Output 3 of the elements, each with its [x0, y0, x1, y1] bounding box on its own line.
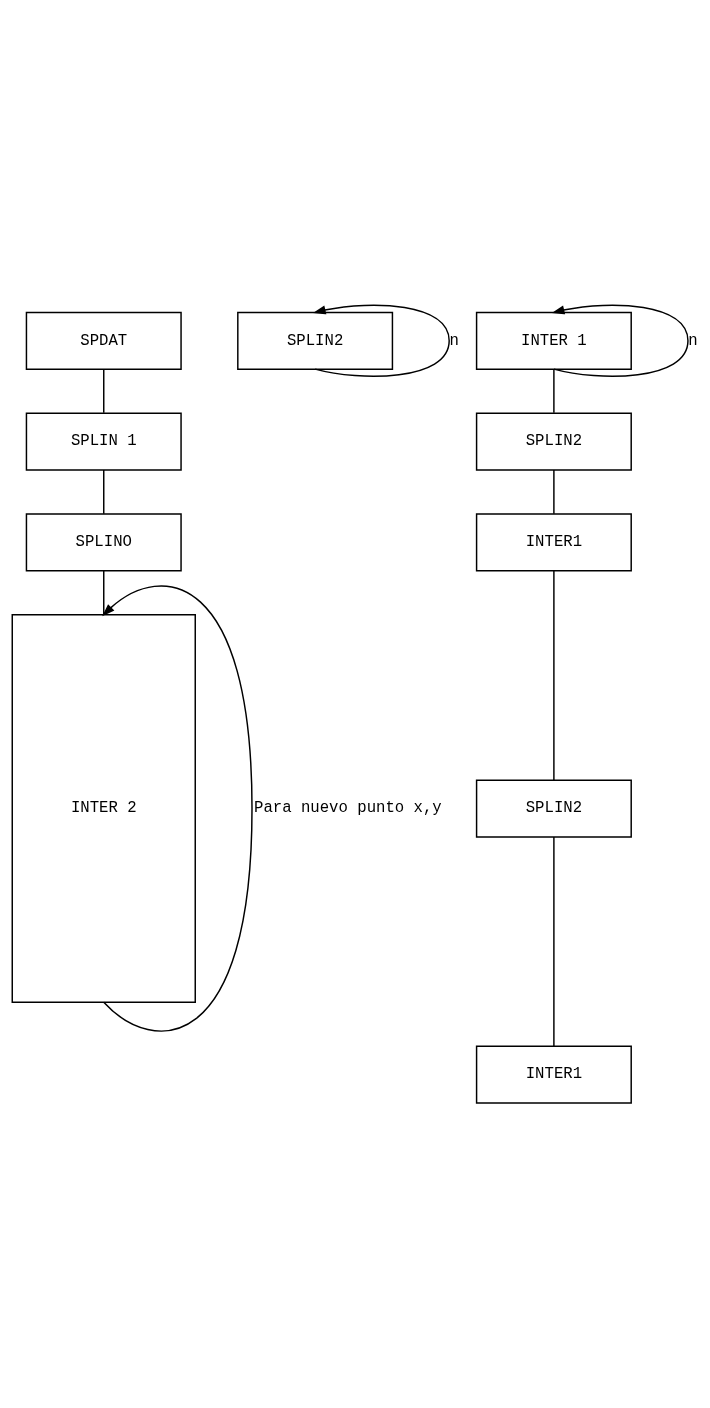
edge-label: Para nuevo punto x,y [254, 799, 442, 818]
edge-label: n [688, 331, 698, 350]
edge-label: n [449, 331, 459, 350]
